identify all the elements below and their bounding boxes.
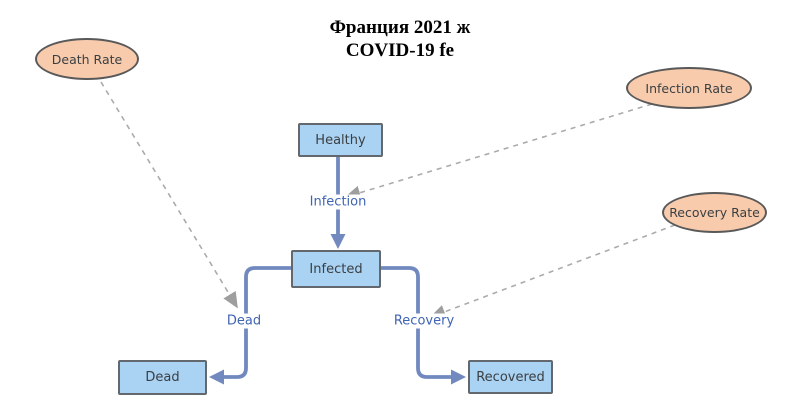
- dead-flow-label: Dead: [224, 313, 264, 329]
- dead-node[interactable]: Dead: [118, 360, 207, 395]
- diagram-title: Франция 2021 ж COVID-19 fe: [0, 16, 800, 62]
- recovered-node[interactable]: Recovered: [468, 360, 553, 394]
- dashed-arrow-death-rate-to-dead: [100, 81, 238, 309]
- diagram-title-line2: COVID-19 fe: [345, 40, 455, 61]
- infection-flow-label: Infection: [307, 194, 369, 210]
- recovered-node-label: Recovered: [476, 369, 545, 385]
- recovery-rate-label: Recovery Rate: [669, 205, 760, 220]
- infection-rate-label: Infection Rate: [645, 80, 733, 96]
- death-rate-ellipse[interactable]: Death Rate: [35, 38, 139, 80]
- infection-rate-ellipse[interactable]: Infection Rate: [626, 67, 752, 109]
- flow-healthy-to-infected-arrowhead: [330, 234, 346, 249]
- death-rate-label: Death Rate: [51, 51, 123, 67]
- dashed-arrow-recovery-rate-to-recovery: [429, 224, 676, 319]
- healthy-node-label: Healthy: [315, 132, 366, 148]
- recovery-rate-ellipse[interactable]: Recovery Rate: [662, 192, 767, 233]
- diagram-title-line1: Франция 2021 ж: [329, 17, 471, 38]
- dead-node-label: Dead: [145, 370, 180, 385]
- recovery-flow-label: Recovery: [391, 313, 457, 329]
- flow-infected-to-recovered-arrowhead: [451, 369, 466, 385]
- infected-node-label: Infected: [309, 261, 363, 277]
- infected-node[interactable]: Infected: [291, 250, 381, 288]
- healthy-node[interactable]: Healthy: [298, 123, 383, 157]
- flow-infected-to-dead-arrowhead: [209, 369, 224, 385]
- dashed-arrow-infection-rate-to-infection: [344, 103, 653, 200]
